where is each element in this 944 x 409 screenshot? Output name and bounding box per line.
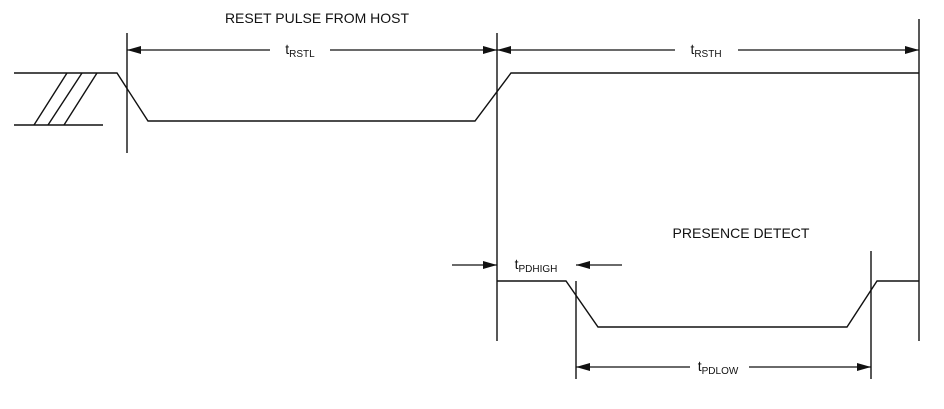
presence-detect-waveform	[497, 280, 919, 328]
trstl-label: tRSTL	[285, 41, 315, 60]
reset-pulse-waveform	[103, 72, 919, 122]
dont-care-region	[14, 72, 103, 126]
reset-pulse-label: RESET PULSE FROM HOST	[225, 10, 410, 26]
tpdhigh-label: tPDHIGH	[515, 256, 558, 275]
tpdhigh-dimension: tPDHIGH	[452, 256, 622, 275]
trsth-label: tRSTH	[690, 41, 721, 60]
tpdlow-label: tPDLOW	[698, 358, 739, 377]
trstl-dimension: tRSTL	[127, 41, 497, 60]
trsth-dimension: tRSTH	[497, 41, 919, 60]
presence-detect-label: PRESENCE DETECT	[673, 225, 810, 241]
tpdlow-dimension: tPDLOW	[576, 358, 871, 377]
